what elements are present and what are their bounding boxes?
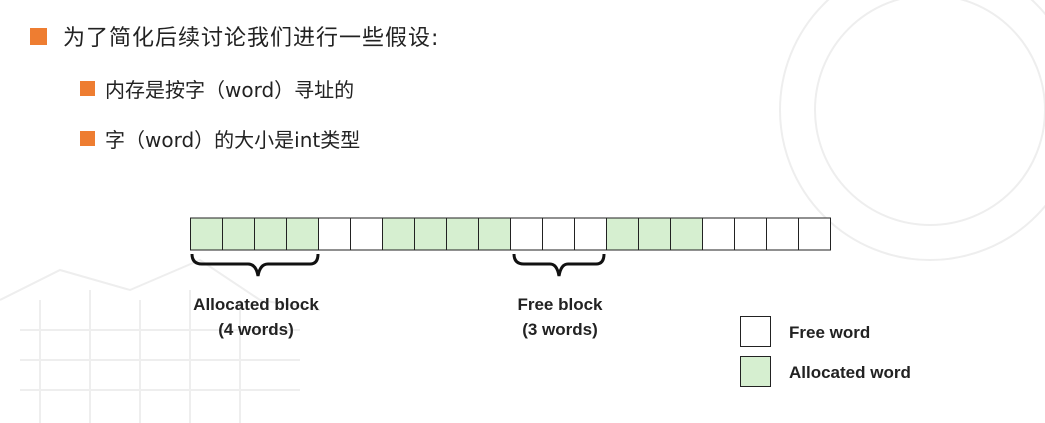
main-bullet: 为了简化后续讨论我们进行一些假设: (30, 20, 439, 52)
sub-bullet-1: 内存是按字（word）寻址的 (80, 74, 354, 103)
allocated-word-cell (286, 217, 319, 251)
free-word-cell (798, 217, 831, 251)
free-word-cell (766, 217, 799, 251)
free-block-label-line1: Free block (517, 295, 603, 314)
free-word-cell (350, 217, 383, 251)
allocated-word-cell (446, 217, 479, 251)
legend-free-swatch (740, 316, 771, 347)
sub-bullet-2: 字（word）的大小是int类型 (80, 124, 360, 153)
free-block-label: Free block (3 words) (485, 292, 635, 342)
free-word-cell (510, 217, 543, 251)
legend-allocated-label: Allocated word (789, 363, 911, 382)
allocated-word-cell (478, 217, 511, 251)
free-word-cell (542, 217, 575, 251)
allocated-word-cell (222, 217, 255, 251)
allocated-block-label: Allocated block (4 words) (168, 292, 344, 342)
sub-bullet-2-text: 字（word）的大小是int类型 (105, 128, 361, 152)
allocated-block-label-line1: Allocated block (193, 295, 319, 314)
allocated-word-cell (190, 217, 223, 251)
heap-word-array (190, 217, 831, 251)
free-word-cell (702, 217, 735, 251)
allocated-word-cell (254, 217, 287, 251)
legend-free-label: Free word (789, 323, 871, 342)
free-word-cell (734, 217, 767, 251)
allocated-word-cell (606, 217, 639, 251)
main-bullet-text: 为了简化后续讨论我们进行一些假设: (63, 26, 440, 51)
allocated-word-cell (638, 217, 671, 251)
allocated-word-cell (670, 217, 703, 251)
free-word-cell (318, 217, 351, 251)
bullet-square-icon (80, 131, 95, 146)
allocated-word-cell (382, 217, 415, 251)
legend-allocated-swatch (740, 356, 771, 387)
allocated-word-cell (414, 217, 447, 251)
bullet-square-icon (30, 27, 47, 45)
sub-bullet-1-text: 内存是按字（word）寻址的 (105, 78, 355, 102)
bullet-square-icon (80, 81, 95, 96)
free-block-label-line2: (3 words) (522, 320, 598, 339)
allocated-block-label-line2: (4 words) (218, 320, 294, 339)
free-word-cell (574, 217, 607, 251)
